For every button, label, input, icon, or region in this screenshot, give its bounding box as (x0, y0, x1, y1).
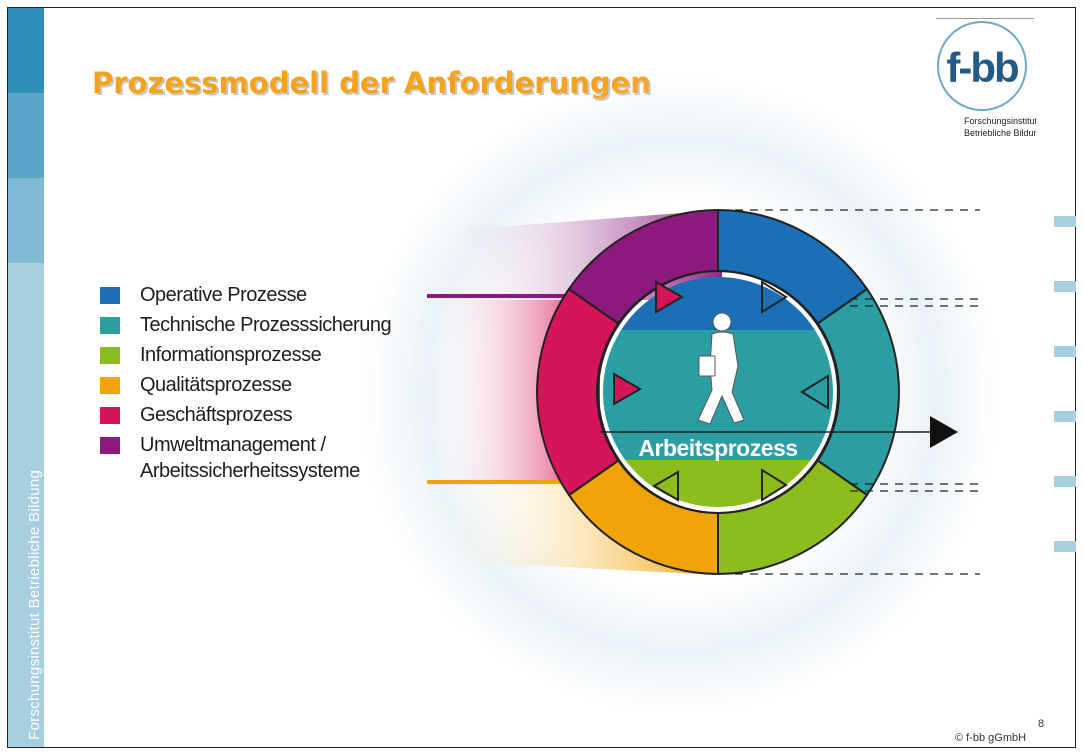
right-ticks (1054, 216, 1076, 552)
legend-label: Geschäftsprozess (140, 404, 293, 426)
legend-label: Operative Prozesse (140, 284, 307, 306)
center-label: Arbeitsprozess (638, 435, 797, 461)
legend-swatch (100, 407, 120, 424)
triangle-icon (613, 372, 643, 406)
legend-swatch (100, 377, 120, 394)
logo-divider (936, 18, 1034, 19)
guide-lines (735, 209, 980, 575)
slide-title: Prozessmodell der Anforderungen (92, 66, 651, 100)
copyright: © f-bb gGmbH (955, 732, 1027, 744)
logo-line1: Forschungsinstitut (964, 116, 1036, 126)
legend-label: Umweltmanagement / (140, 434, 326, 456)
legend-swatch (100, 317, 120, 334)
triangle-icon (655, 280, 685, 314)
triangle-icon (800, 374, 829, 410)
legend-label: Technische Prozesssicherung (140, 314, 392, 336)
side-bar (8, 8, 44, 747)
walking-person-icon (697, 312, 745, 425)
f-bb-logo: f-bb Forschungsinstitut Betriebliche Bil… (937, 21, 1036, 138)
legend-swatch (100, 347, 120, 364)
page-number: 8 (1038, 718, 1045, 730)
triangle-icon (761, 468, 788, 502)
legend-label: Qualitätsprozesse (140, 374, 292, 396)
slide-frame (7, 7, 1076, 748)
legend-label-line2: Arbeitssicherheitssysteme (140, 460, 360, 482)
triangle-icon (761, 280, 788, 314)
logo-line2: Betriebliche Bildung (964, 128, 1036, 138)
legend-label: Informationsprozesse (140, 344, 322, 366)
arrow-right-icon (930, 416, 958, 448)
legend-swatch (100, 437, 120, 454)
triangle-icon (652, 470, 679, 502)
legend-swatch (100, 287, 120, 304)
logo-mark: f-bb (946, 44, 1018, 91)
